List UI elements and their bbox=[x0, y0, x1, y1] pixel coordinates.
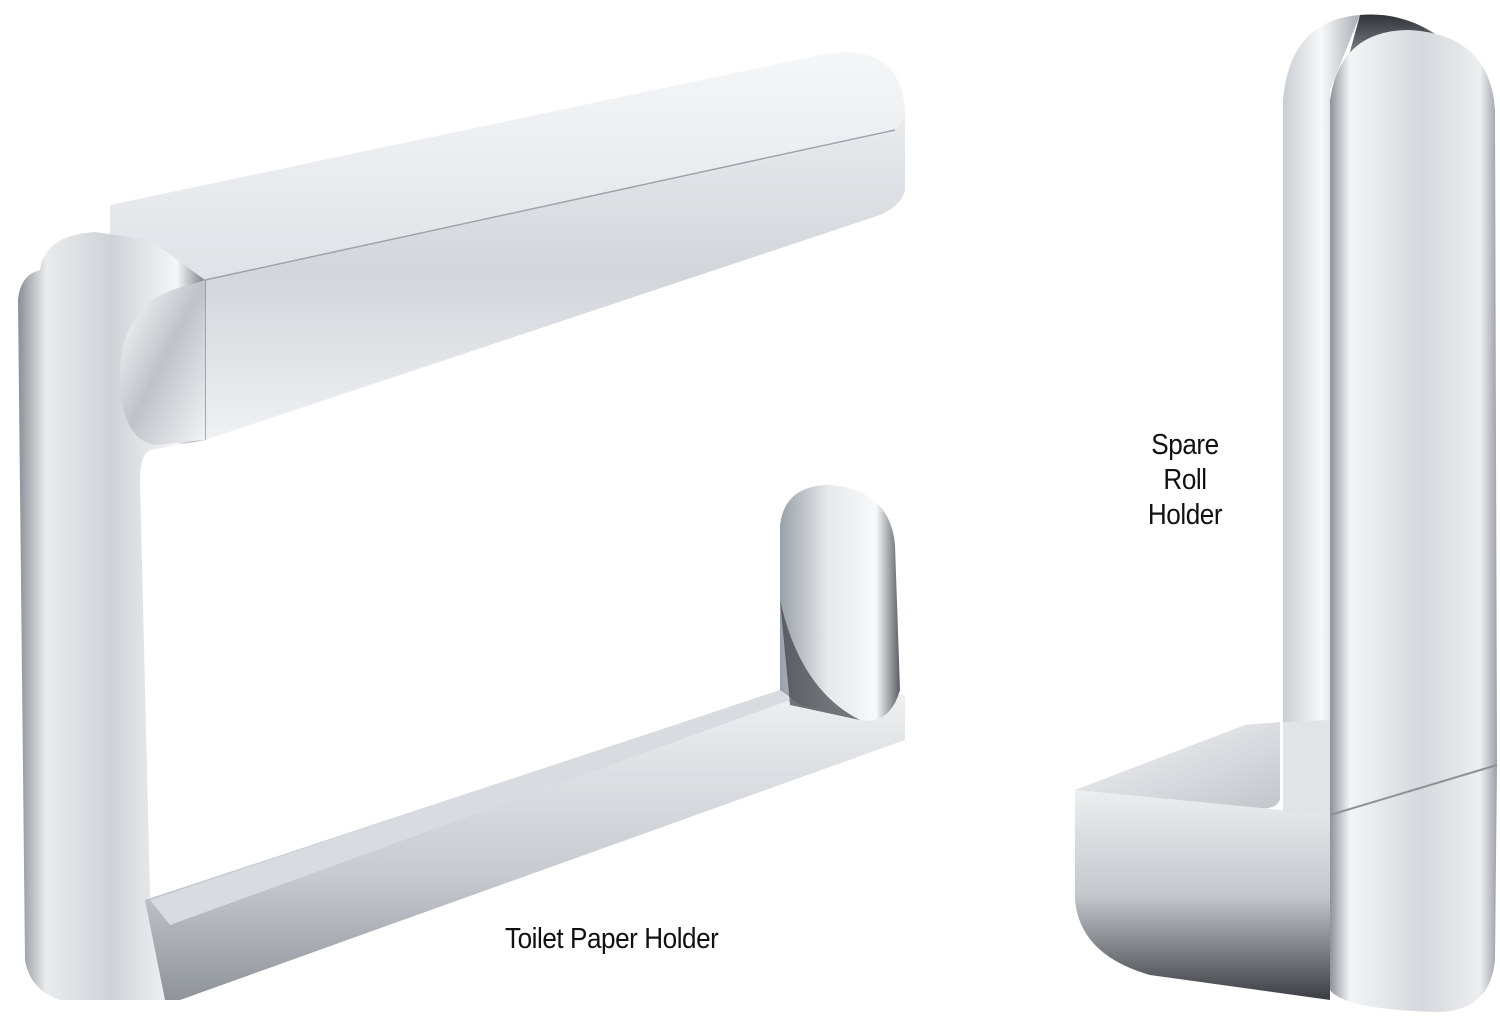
spare-body-front bbox=[1330, 30, 1497, 815]
corner-cap bbox=[119, 280, 205, 445]
top-bar-front-face bbox=[205, 110, 905, 440]
spare-roll-holder-label: Spare Roll Holder bbox=[1131, 428, 1239, 533]
hook-upright bbox=[780, 485, 900, 721]
spare-label-line-2: Roll bbox=[1163, 464, 1207, 496]
spare-label-line-1: Spare bbox=[1151, 429, 1219, 461]
bottom-arm bbox=[145, 690, 905, 1000]
toilet-paper-holder bbox=[18, 52, 905, 1000]
top-bar-top-face bbox=[110, 52, 905, 281]
spare-base-cap bbox=[1330, 765, 1497, 1012]
toilet-paper-holder-label: Toilet Paper Holder bbox=[505, 923, 719, 955]
spare-shelf-front bbox=[1075, 790, 1330, 1000]
spare-shelf-top bbox=[1075, 722, 1280, 809]
spare-body-side bbox=[1283, 15, 1360, 815]
spare-roll-holder bbox=[1075, 14, 1498, 1012]
spare-label-line-3: Holder bbox=[1147, 499, 1223, 531]
